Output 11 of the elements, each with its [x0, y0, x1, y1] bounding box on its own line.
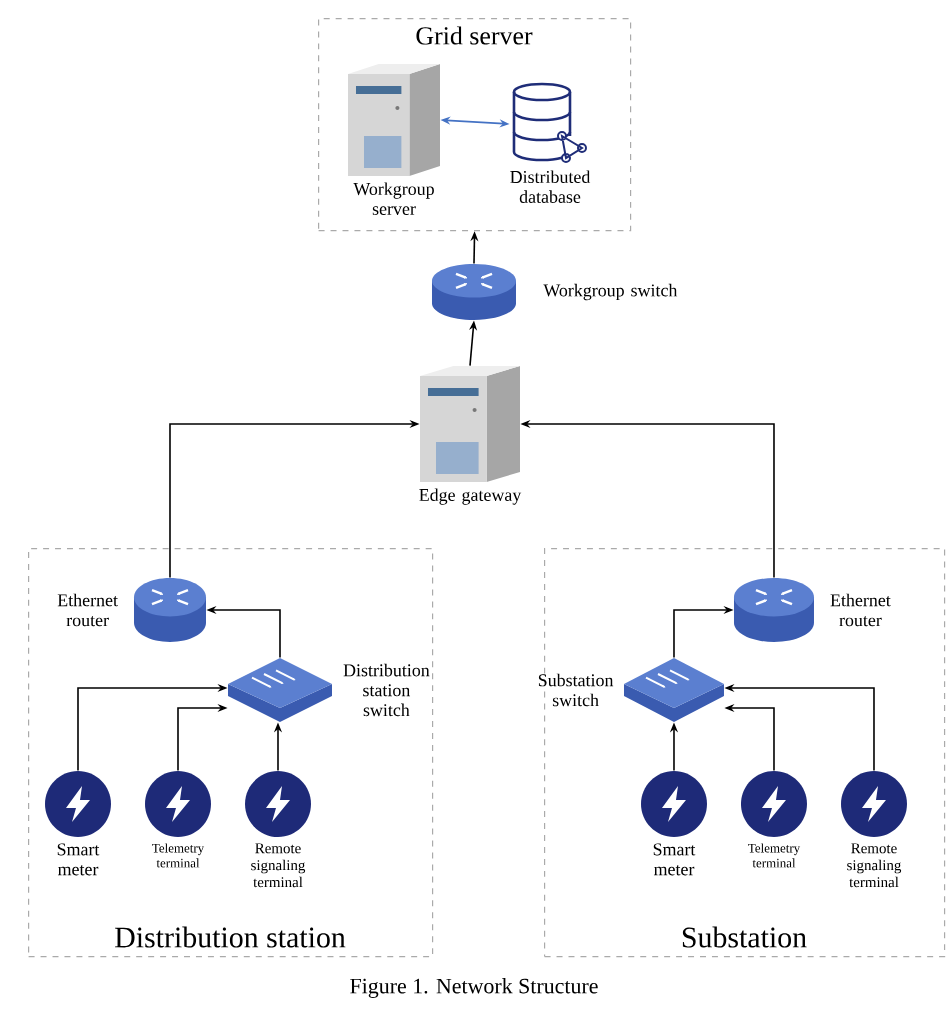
node-label: Ethernet router	[830, 593, 891, 627]
node-label: Edge gateway	[419, 488, 522, 505]
node-label: Smart meter	[57, 843, 100, 876]
node-label: Workgroup server	[353, 182, 434, 215]
node-label: Ethernet router	[57, 593, 118, 627]
node-label: Distribution station switch	[343, 663, 430, 717]
node-label: Substation switch	[538, 673, 614, 707]
node-label: Smart meter	[653, 843, 696, 876]
caption: Figure 1. Network Structure	[350, 978, 598, 998]
node-label: Distributed database	[510, 170, 591, 203]
node-label: Workgroup switch	[543, 283, 678, 301]
